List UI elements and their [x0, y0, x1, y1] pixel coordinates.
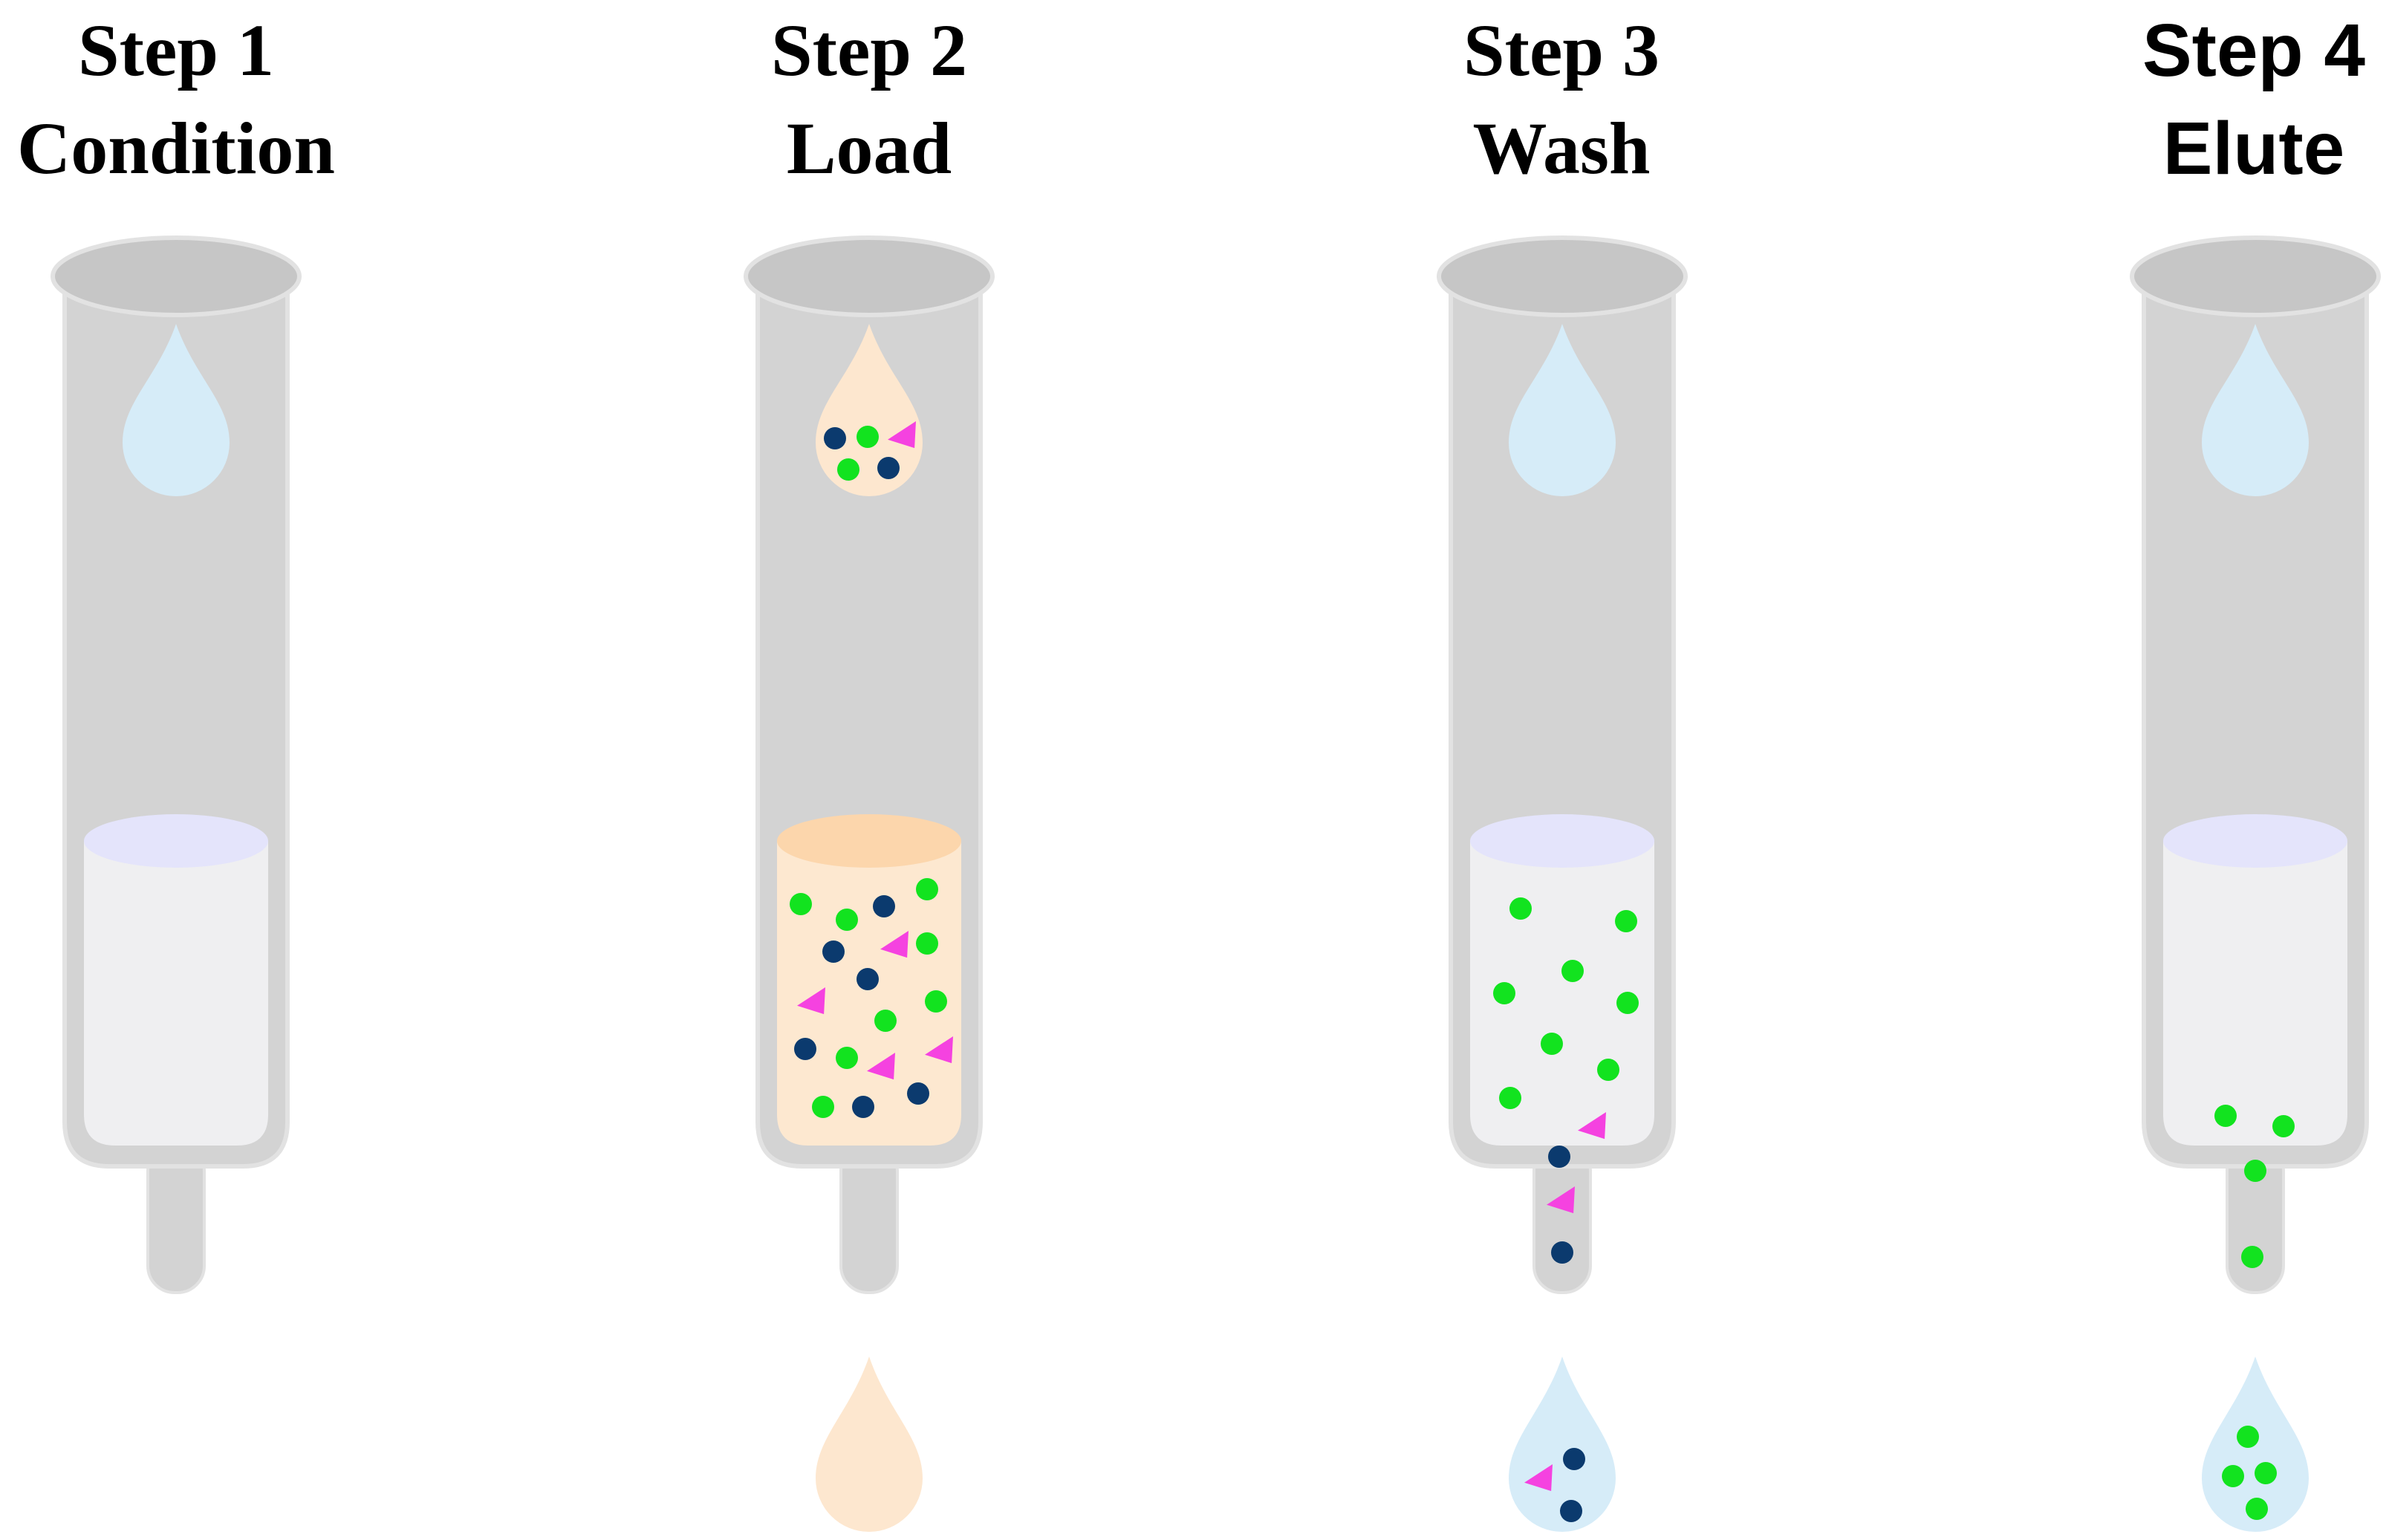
step-4-eluate-analyte-dot — [2246, 1498, 2268, 1520]
step-3-number: Step 3 — [1463, 9, 1660, 91]
step-3-cartridge-rim — [1437, 235, 1688, 317]
step-3-outlet-interference-dot — [1551, 1241, 1573, 1264]
step-3-bed-analyte-dot — [1493, 982, 1515, 1004]
step-1-sorbent-bed-top — [84, 814, 268, 868]
step-4-bed-analyte-dot — [2214, 1105, 2237, 1127]
step-2-bed-analyte-dot — [836, 909, 858, 931]
step-4-bed-analyte-dot — [2272, 1115, 2295, 1137]
step-4-cartridge-rim — [2130, 235, 2381, 317]
step-3-bed-analyte-triangle — [1578, 1112, 1606, 1140]
step-2-bed-analyte-dot — [925, 990, 947, 1013]
step-4-title: Step 4 Elute — [1994, 1, 2389, 198]
step-2-name: Load — [786, 107, 952, 189]
step-2-drop-analyte-dot — [857, 426, 879, 448]
step-2-bed-interference-dot — [873, 895, 895, 917]
step-1-number: Step 1 — [78, 9, 274, 91]
step-2-bed-analyte-dot — [916, 932, 938, 955]
step-2-solvent-drop — [816, 324, 923, 496]
step-3-sorbent-bed-top — [1470, 814, 1654, 868]
step-2-title: Step 2 Load — [609, 1, 1129, 198]
step-2-bed-analyte-dot — [916, 878, 938, 900]
step-3-eluate-interference-dot — [1560, 1500, 1582, 1522]
step-1-sorbent-bed — [84, 841, 268, 1146]
step-2-drop-analyte-dot — [837, 458, 859, 481]
step-2-bed-analyte-dot — [836, 1047, 858, 1069]
step-3-eluate-drop — [1509, 1357, 1616, 1532]
step-3-outlet-analyte-triangle — [1547, 1186, 1575, 1214]
step-1-solvent-drop — [123, 324, 230, 497]
step-2-bed-analyte-dot — [874, 1010, 897, 1032]
step-2-drop-interference-dot — [824, 427, 846, 449]
step-2-sorbent-bed — [777, 841, 961, 1146]
step-3-eluate-interference-dot — [1563, 1448, 1585, 1470]
step-1-cartridge-rim — [51, 235, 302, 317]
step-3-outlet-interference-dot — [1548, 1146, 1570, 1168]
step-1-title: Step 1 Condition — [0, 1, 436, 198]
step-2-bed-interference-dot — [822, 940, 845, 963]
step-1-name: Condition — [17, 107, 335, 189]
step-2-bed-interference-dot — [857, 968, 879, 990]
step-4-eluate-analyte-dot — [2222, 1465, 2244, 1487]
step-2-bed-analyte-triangle — [867, 1053, 895, 1080]
step-2-drop-analyte-triangle — [888, 421, 916, 449]
step-3-bed-analyte-dot — [1509, 897, 1532, 920]
step-3-name: Wash — [1472, 107, 1651, 189]
step-4-sorbent-bed — [2163, 841, 2347, 1146]
step-2-bed-analyte-triangle — [880, 931, 909, 958]
step-2-bed-analyte-dot — [812, 1096, 834, 1118]
step-4-solvent-drop — [2202, 324, 2309, 496]
step-2-drop-interference-dot — [877, 457, 900, 479]
step-2-bed-interference-dot — [794, 1038, 816, 1060]
step-2-cartridge-rim — [744, 235, 995, 317]
step-3-bed-analyte-dot — [1615, 910, 1637, 932]
step-4-eluate-analyte-dot — [2255, 1462, 2277, 1484]
step-4-name: Elute — [2162, 107, 2345, 190]
step-2-bed-interference-dot — [852, 1096, 874, 1118]
step-4-eluate-analyte-dot — [2237, 1426, 2259, 1448]
step-3-bed-analyte-dot — [1561, 960, 1584, 982]
step-2-bed-analyte-triangle — [797, 987, 825, 1015]
step-4-outlet-analyte-dot — [2244, 1160, 2266, 1182]
step-3-solvent-drop — [1509, 324, 1616, 496]
step-2-bed-analyte-triangle — [925, 1036, 953, 1064]
step-4-number: Step 4 — [2142, 9, 2366, 92]
step-3-bed-analyte-dot — [1597, 1059, 1619, 1081]
step-2-bed-interference-dot — [907, 1082, 929, 1105]
step-3-eluate-analyte-triangle — [1524, 1464, 1553, 1492]
step-2-sorbent-bed-top — [777, 814, 961, 868]
step-2-eluate-drop — [816, 1357, 923, 1532]
step-4-sorbent-bed-top — [2163, 814, 2347, 868]
step-4-outlet-analyte-dot — [2241, 1246, 2263, 1268]
step-3-bed-analyte-dot — [1616, 992, 1639, 1014]
step-2-bed-analyte-dot — [790, 893, 812, 915]
step-2-number: Step 2 — [771, 9, 967, 91]
step-3-bed-analyte-dot — [1541, 1033, 1563, 1055]
step-3-bed-analyte-dot — [1499, 1087, 1521, 1109]
step-3-title: Step 3 Wash — [1301, 1, 1821, 198]
